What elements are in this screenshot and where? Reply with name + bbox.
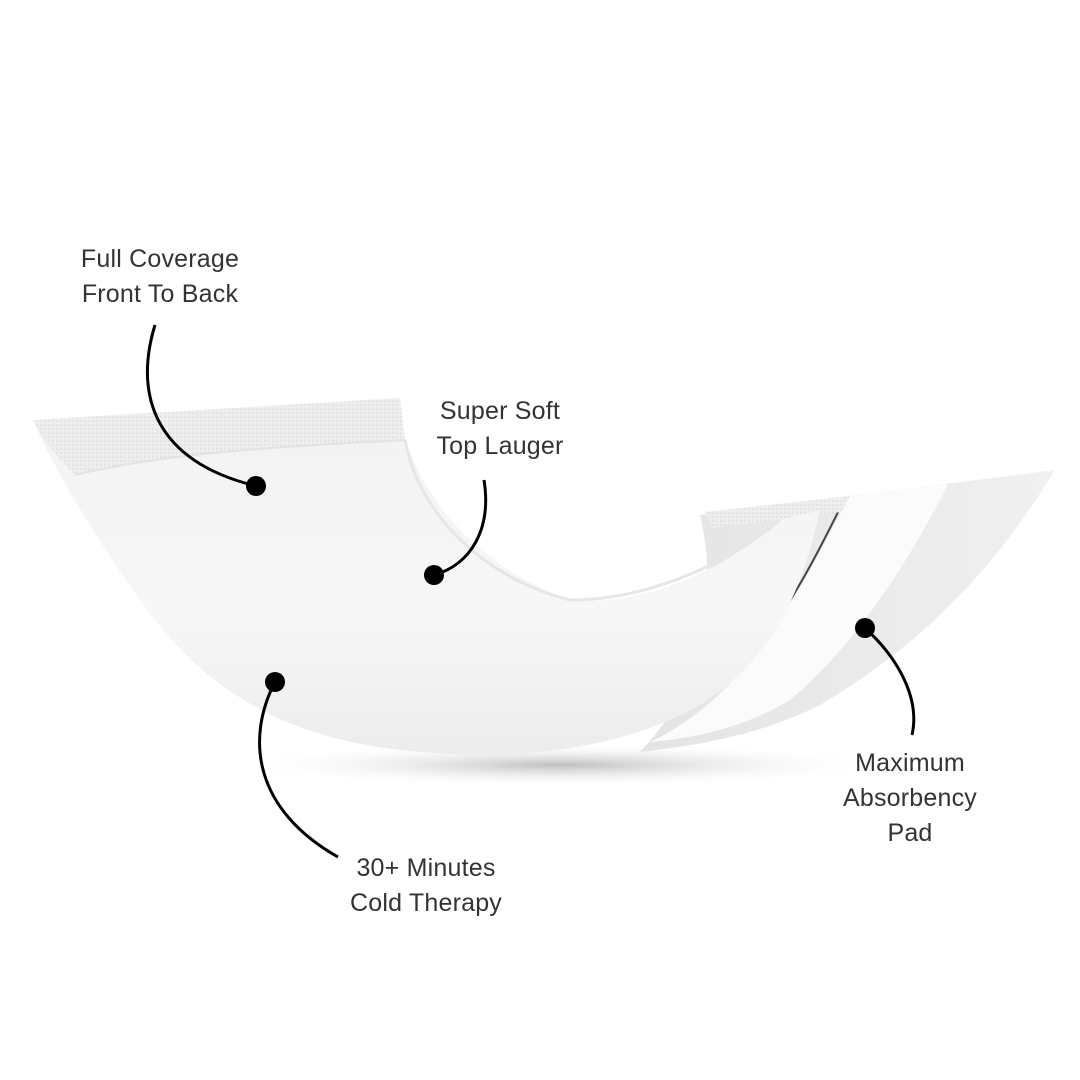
label-cold-therapy: 30+ Minutes Cold Therapy bbox=[349, 854, 503, 917]
callout-super-soft bbox=[424, 479, 488, 585]
callout-full-coverage bbox=[145, 324, 266, 496]
label-full-coverage: Full Coverage Front To Back bbox=[80, 245, 240, 308]
label-super-soft: Super Soft Top Lauger bbox=[436, 397, 564, 460]
label-absorbency: Maximum Absorbency Pad bbox=[842, 749, 978, 847]
callout-dot-icon bbox=[246, 476, 266, 496]
callout-dot-icon bbox=[265, 672, 285, 692]
callout-absorbency bbox=[855, 618, 916, 736]
ground-shadow bbox=[230, 743, 890, 787]
callout-dot-icon bbox=[424, 565, 444, 585]
callout-dot-icon bbox=[855, 618, 875, 638]
adhesive-stripe bbox=[650, 484, 948, 742]
callout-cold-therapy bbox=[258, 672, 339, 859]
back-edge-band bbox=[33, 398, 405, 475]
